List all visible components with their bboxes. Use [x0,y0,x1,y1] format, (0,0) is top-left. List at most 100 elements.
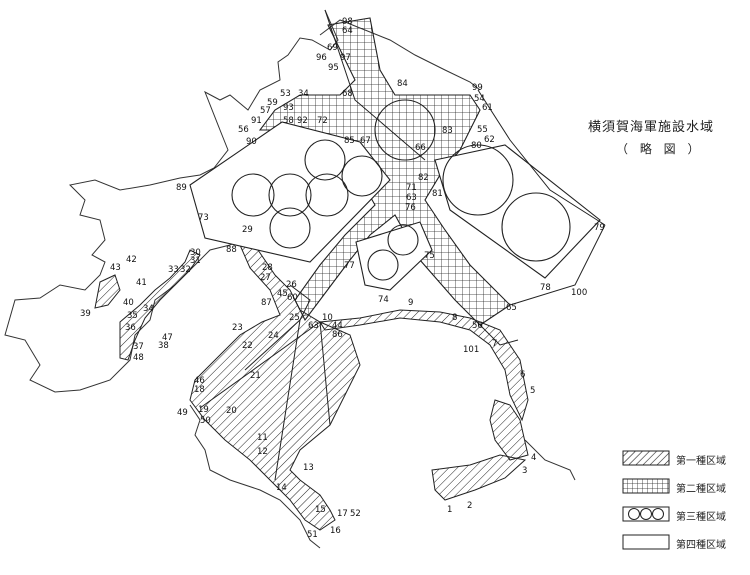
point-label: 10 [322,313,333,323]
blank-swatch [622,534,670,550]
point-label: 88 [226,245,237,255]
point-label: 29 [242,225,253,235]
point-label: 37 [133,342,144,352]
point-label: 14 [276,483,287,493]
point-label: 65 [506,303,517,313]
point-label: 63 [406,193,417,203]
point-label: 55 [477,125,488,135]
point-label: 39 [80,309,91,319]
point-label: 60 [287,293,298,303]
point-label: 63 [308,321,319,331]
legend-item-zone-4: 第四種区域 [622,534,747,552]
point-label: 61 [482,103,493,113]
point-label: 80 [471,141,482,151]
point-label: 41 [136,278,147,288]
point-label: 64 [342,26,353,36]
point-labels: 98 64 69 96 97 95 53 34 68 59 57 93 91 5… [80,17,605,540]
point-label: 58 [283,116,294,126]
point-label: 90 [246,137,257,147]
point-label: 59 [267,98,278,108]
legend: 第一種区域 第二種区域 第三種区域 第四種区域 [622,450,747,562]
zone-4-boundaries [199,9,606,481]
point-label: 30 [190,248,201,258]
point-label: 21 [250,371,261,381]
point-label: 96 [316,53,327,63]
point-label: 40 [123,298,134,308]
point-label: 82 [418,173,429,183]
point-label: 79 [594,223,605,233]
point-label: 45 [277,289,288,299]
legend-label: 第二種区域 [676,484,726,495]
point-label: 101 [463,345,479,355]
point-label: 75 [424,251,435,261]
point-label: 51 [307,530,318,540]
point-label: 77 [344,261,355,271]
point-label: 16 [330,526,341,536]
point-label: 5 [530,386,535,396]
point-label: 56 [472,321,483,331]
point-label: 44 [332,321,343,331]
point-label: 62 [484,135,495,145]
point-label: 27 [260,273,271,283]
point-label: 68 [342,89,353,99]
point-label: 66 [415,143,426,153]
point-label: 49 [177,408,188,418]
map-title: 横須賀海軍施設水域 [588,120,715,135]
circles-swatch [622,506,670,522]
point-label: 46 [194,376,205,386]
point-label: 11 [257,433,268,443]
point-label: 57 [260,106,271,116]
grid-swatch [622,478,670,494]
point-label: 4 [531,453,536,463]
point-label: 89 [176,183,187,193]
legend-label: 第一種区域 [676,456,726,467]
point-label: 35 [127,311,138,321]
point-label: 31 [190,256,201,266]
point-label: 19 [198,405,209,415]
zone-1-areas [94,244,529,531]
point-label: 81 [432,189,443,199]
point-label: 97 [340,53,351,63]
point-label: 25 [289,313,300,323]
point-label: 50 [200,416,211,426]
point-label: 33 [168,265,179,275]
point-label: 86 [332,330,343,340]
legend-label: 第三種区域 [676,512,726,523]
map-subtitle: （ 略 図 ） [616,142,704,156]
point-label: 69 [327,43,338,53]
point-label: 52 [350,509,361,519]
point-label: 9 [408,298,413,308]
point-label: 91 [251,116,262,126]
point-label: 15 [315,505,326,515]
point-label: 73 [198,213,209,223]
point-label: 42 [126,255,137,265]
point-label: 8 [452,313,457,323]
point-label: 3 [522,466,527,476]
legend-item-zone-3: 第三種区域 [622,506,747,524]
point-label: 20 [226,406,237,416]
point-label: 85 [344,136,355,146]
point-label: 84 [397,79,408,89]
legend-item-zone-2: 第二種区域 [622,478,747,496]
legend-label: 第四種区域 [676,540,726,551]
point-label: 18 [194,385,205,395]
point-label: 13 [303,463,314,473]
legend-item-zone-1: 第一種区域 [622,450,747,468]
point-label: 72 [317,116,328,126]
point-label: 78 [540,283,551,293]
point-label: 24 [268,331,279,341]
point-label: 56 [238,125,249,135]
coastline [4,9,576,549]
point-label: 7 [492,339,497,349]
point-label: 67 [360,136,371,146]
point-label: 99 [472,83,483,93]
point-label: 28 [262,263,273,273]
point-label: 74 [378,295,389,305]
zone-3-areas [189,99,601,291]
point-label: 6 [520,370,525,380]
point-label: 34 [143,304,154,314]
point-label: 95 [328,63,339,73]
point-label: 83 [442,126,453,136]
point-label: 100 [571,288,587,298]
